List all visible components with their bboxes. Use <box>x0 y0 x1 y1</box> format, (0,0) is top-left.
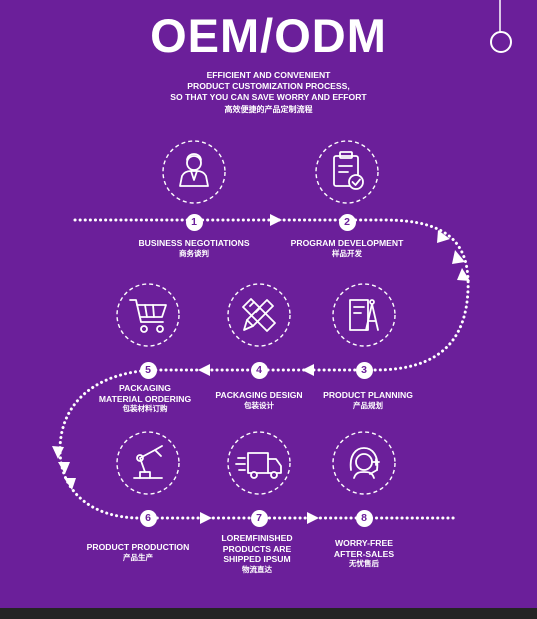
arrow-left-icon <box>302 364 314 376</box>
step-number-8: 8 <box>355 509 373 527</box>
step-label-2: PROGRAM DEVELOPMENT 样品开发 <box>291 238 404 259</box>
icon-circle-8 <box>332 431 396 495</box>
step-title-line: AFTER-SALES <box>333 548 395 559</box>
person-icon <box>179 153 209 187</box>
step-number-7: 7 <box>250 509 268 527</box>
step-title-line: LOREMFINISHED <box>221 533 293 543</box>
shopping-cart-icon <box>129 299 167 333</box>
icon-circle-2 <box>315 140 379 204</box>
subtitle-line-2: PRODUCT CUSTOMIZATION PROCESS, <box>187 81 350 91</box>
dotted-flow-path <box>58 218 470 520</box>
step-label-1: BUSINESS NEGOTIATIONS 商务谈判 <box>138 238 249 259</box>
delivery-truck-icon <box>235 452 282 479</box>
headset-support-icon <box>349 447 380 479</box>
step-title: PRODUCT PRODUCTION <box>86 542 190 552</box>
icon-circle-3 <box>332 283 396 347</box>
step-number-4: 4 <box>250 361 268 379</box>
step-number-2: 2 <box>338 213 356 231</box>
step-label-7: LOREMFINISHED PRODUCTS ARE SHIPPED IPSUM… <box>221 533 292 575</box>
step-title: PRODUCT PLANNING <box>323 390 413 400</box>
subtitle-line-3: SO THAT YOU CAN SAVE WORRY AND EFFORT <box>170 92 367 102</box>
robot-arm-icon <box>133 445 163 479</box>
step-label-5: PACKAGING MATERIAL ORDERING 包装材料订购 <box>99 383 191 415</box>
document-compass-icon <box>349 299 379 331</box>
arrow-down-icon <box>58 462 70 474</box>
step-title-chinese: 产品规划 <box>352 400 383 410</box>
step-number-1: 1 <box>185 213 203 231</box>
step-number-5: 5 <box>139 361 157 379</box>
icon-circle-1 <box>162 140 226 204</box>
step-title-chinese: 包装材料订购 <box>122 404 168 413</box>
icon-circle-7 <box>227 431 291 495</box>
subtitle-chinese: 高效便捷的产品定制流程 <box>224 105 313 114</box>
arrow-right-icon <box>452 250 465 264</box>
step-number-6: 6 <box>139 509 157 527</box>
pencil-ruler-icon <box>242 298 276 332</box>
arrow-down-icon <box>457 268 470 281</box>
step-title: PACKAGING DESIGN <box>215 390 303 400</box>
icon-circle-4 <box>227 283 291 347</box>
step-number-3: 3 <box>355 361 373 379</box>
bottom-strip <box>0 608 537 619</box>
step-title-chinese: 商务谈判 <box>179 248 209 258</box>
step-title: PROGRAM DEVELOPMENT <box>290 238 404 248</box>
step-label-4: PACKAGING DESIGN 包装设计 <box>215 390 302 411</box>
step-title-line: SHIPPED IPSUM <box>223 554 291 564</box>
step-label-8: WORRY-FREE AFTER-SALES 无忧售后 <box>334 538 394 570</box>
step-title-line: WORRY-FREE <box>335 538 393 548</box>
icon-circle-5 <box>116 283 180 347</box>
arrow-right-icon <box>270 214 282 226</box>
arrow-down-icon <box>52 446 64 459</box>
page-title: OEM/ODM <box>150 9 387 62</box>
step-title-chinese: 物流直达 <box>241 564 272 574</box>
step-title-chinese: 无忧售后 <box>349 559 379 568</box>
arrow-left-icon <box>198 364 210 376</box>
step-title-chinese: 包装设计 <box>244 400 274 410</box>
step-title: BUSINESS NEGOTIATIONS <box>138 238 250 248</box>
hanging-tag-ring <box>490 31 512 53</box>
flow-arrows <box>52 214 470 524</box>
step-title-chinese: 产品生产 <box>123 552 153 562</box>
arrow-right-icon <box>200 512 212 524</box>
step-title-chinese: 样品开发 <box>332 248 362 258</box>
step-title-line: PRODUCTS ARE <box>222 543 292 554</box>
step-label-3: PRODUCT PLANNING 产品规划 <box>323 390 413 411</box>
subtitle-line-1: EFFICIENT AND CONVENIENT <box>206 70 331 80</box>
step-title-line: PACKAGING <box>119 383 171 393</box>
step-title-line: MATERIAL ORDERING <box>98 393 192 404</box>
arrow-right-icon <box>437 230 450 243</box>
step-label-6: PRODUCT PRODUCTION 产品生产 <box>87 542 190 563</box>
icon-circle-6 <box>116 431 180 495</box>
arrow-down-icon <box>64 478 76 490</box>
arrow-right-icon <box>307 512 319 524</box>
clipboard-check-icon <box>333 151 364 190</box>
